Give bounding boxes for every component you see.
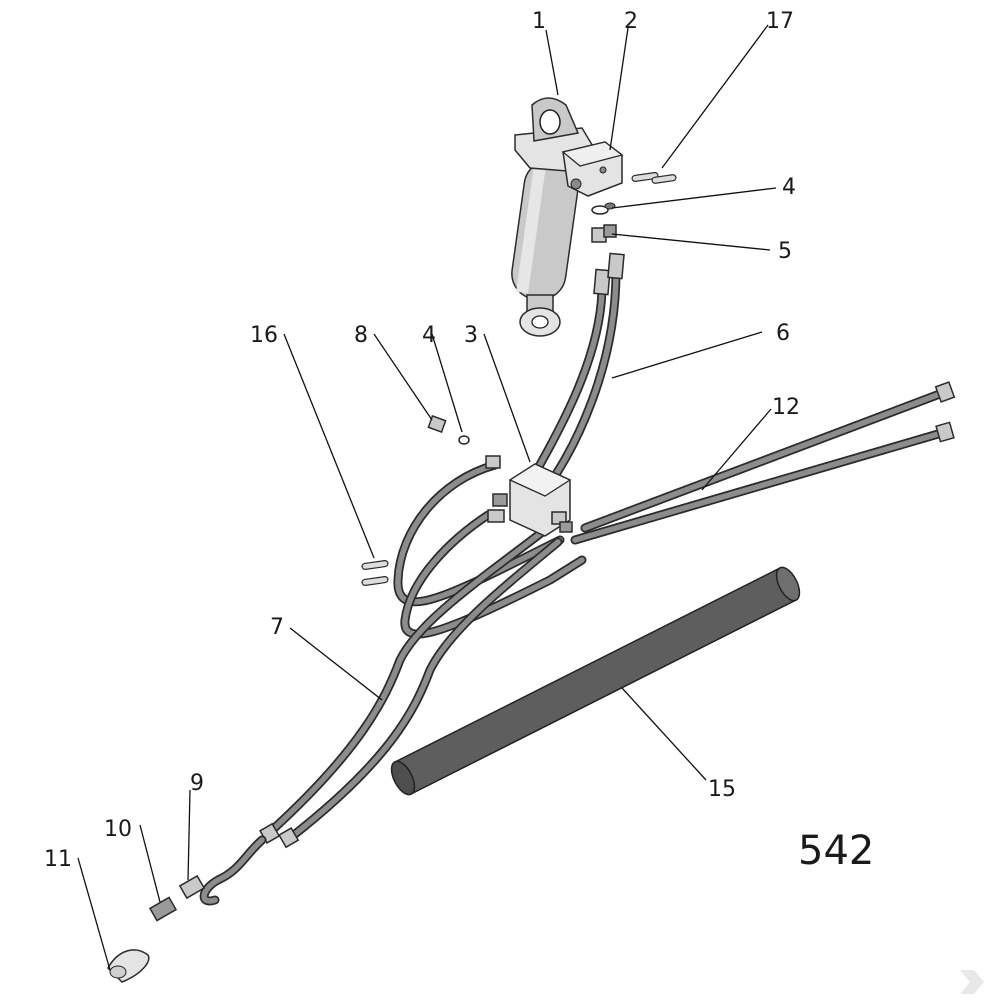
pins-17 [631, 172, 677, 184]
callout-12: 12 [772, 395, 800, 420]
pins-16 [361, 560, 389, 586]
drawing-number: 542 [798, 828, 874, 874]
protective-tube [390, 566, 801, 796]
callout-9: 9 [190, 771, 204, 796]
quick-coupling-9 [178, 874, 206, 900]
callout-8: 8 [354, 323, 368, 348]
hydraulic-cylinder [511, 97, 602, 337]
callout-labels: 1 2 17 4 5 6 16 8 4 3 12 7 15 9 10 11 [44, 9, 800, 872]
callout-11: 11 [44, 847, 72, 872]
callout-4-upper: 4 [782, 175, 796, 200]
seal-upper [591, 202, 616, 215]
callout-15: 15 [708, 777, 736, 802]
control-valve-block [485, 455, 573, 537]
callout-17: 17 [766, 9, 794, 34]
callout-10: 10 [104, 817, 132, 842]
callout-2: 2 [624, 9, 638, 34]
watermark-logo [952, 970, 984, 994]
callout-5: 5 [778, 239, 792, 264]
callout-6: 6 [776, 321, 790, 346]
hoses-7 [259, 525, 563, 849]
dust-cap-11 [107, 949, 150, 983]
fitting-8 [427, 415, 447, 433]
cylinder-valve-block [561, 141, 624, 197]
callout-7: 7 [270, 615, 284, 640]
seal-lower [458, 435, 470, 445]
coupling-hose [199, 835, 267, 906]
callout-1: 1 [532, 9, 546, 34]
callout-16: 16 [250, 323, 278, 348]
pipes-12 [570, 381, 956, 545]
callout-3: 3 [464, 323, 478, 348]
leader-lines [77, 24, 777, 971]
adapter-10 [148, 896, 178, 922]
callout-4-lower: 4 [422, 323, 436, 348]
